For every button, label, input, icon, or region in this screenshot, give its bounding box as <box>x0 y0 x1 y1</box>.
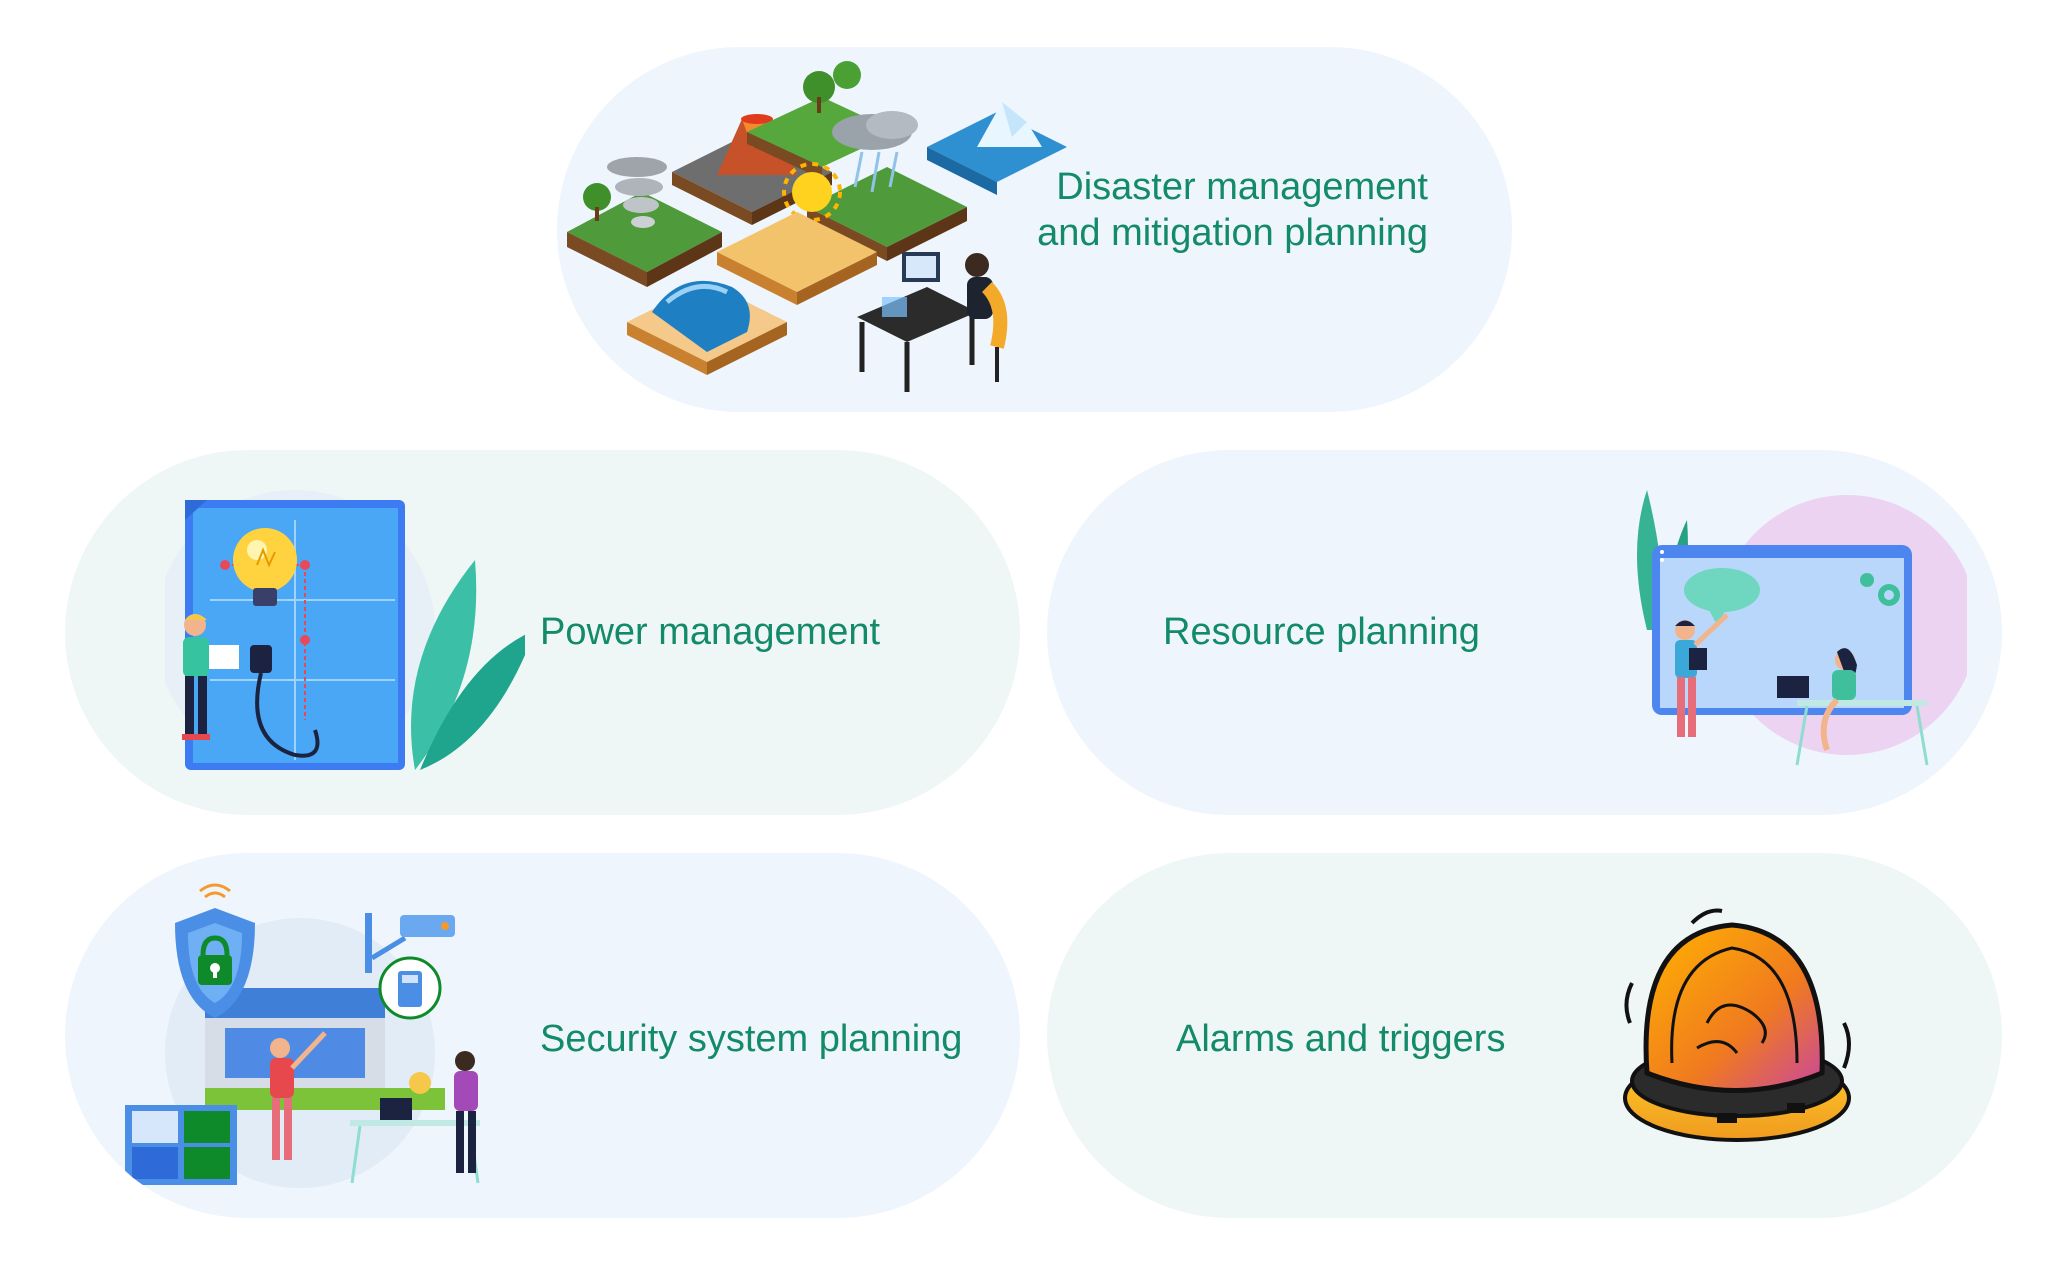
security-lock-shield-illustration-icon <box>125 883 480 1188</box>
card-alarms-and-triggers: Alarms and triggers <box>1047 853 2002 1218</box>
resource-planning-team-illustration-icon <box>1637 490 1967 766</box>
disaster-title-line2: and mitigation planning <box>1037 212 1428 254</box>
disaster-title-line1: Disaster management <box>1056 166 1428 208</box>
card-resource-planning: Resource planning <box>1047 450 2002 815</box>
resource-title: Resource planning <box>1163 611 1480 653</box>
alarm-siren-illustration-icon <box>1623 908 1851 1142</box>
security-title: Security system planning <box>540 1018 963 1060</box>
card-security-system-planning: Security system planning <box>65 853 1020 1218</box>
disaster-title: Disaster management and mitigation plann… <box>1037 164 1428 256</box>
natural-disasters-illustration-icon <box>567 61 1067 392</box>
card-disaster-management: Disaster management and mitigation plann… <box>557 47 1512 412</box>
power-title: Power management <box>540 611 881 653</box>
alarms-title: Alarms and triggers <box>1176 1018 1506 1060</box>
card-power-management: Power management <box>65 450 1020 815</box>
power-lightbulb-illustration-icon <box>165 490 525 770</box>
